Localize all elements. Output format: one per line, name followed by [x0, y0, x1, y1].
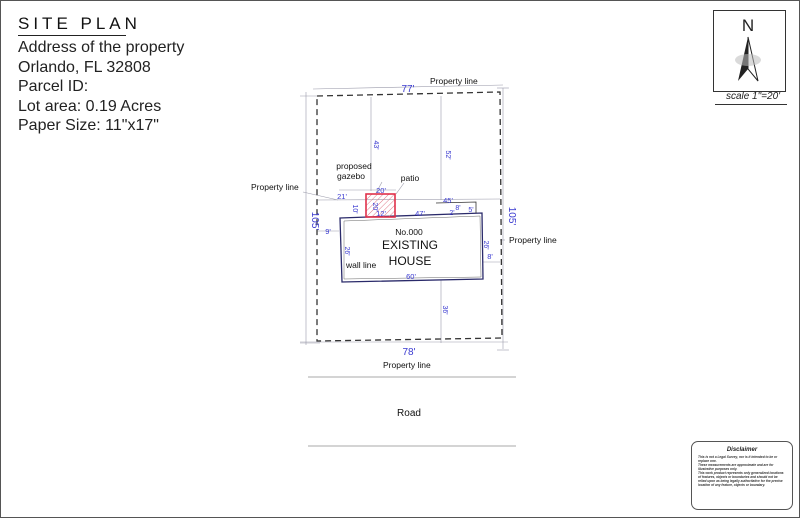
- patio-step-outline: [435, 201, 477, 213]
- patio-leader: [395, 182, 405, 195]
- existing-house: [339, 212, 484, 283]
- label-wall-line: wall line: [345, 260, 377, 270]
- arrow-shadow: [735, 54, 761, 66]
- dim-rear-setback: 36': [441, 305, 448, 314]
- dim-left-setback: 9': [325, 227, 331, 236]
- house-label-line2: HOUSE: [389, 254, 432, 268]
- dim-gazebo-base: 12': [376, 209, 386, 218]
- parcel-id: Parcel ID:: [18, 78, 89, 95]
- site-plan-heading: SITE PLAN: [18, 14, 141, 33]
- disclaimer-line-1: This is not a Legal Survey, nor is it in…: [698, 455, 778, 463]
- proposed-gazebo: [365, 193, 396, 218]
- label-patio: patio: [401, 173, 420, 183]
- dim-step-8: 8': [455, 205, 460, 212]
- north-label: N: [742, 16, 754, 35]
- dim-right-depth: 105': [506, 207, 517, 226]
- dim-top-width: 77': [401, 84, 414, 95]
- dim-house-depth-right: 26': [482, 240, 489, 249]
- dim-front-setback-right: 52': [444, 150, 451, 159]
- disclaimer-line-3: This work product represents only genera…: [698, 471, 784, 487]
- label-property-line-top: Property line: [430, 76, 478, 86]
- label-property-line-bottom: Property line: [383, 360, 431, 370]
- dim-house-width: 60': [406, 272, 416, 281]
- dim-front-setback-left: 43': [372, 140, 379, 149]
- label-gazebo-line2: gazebo: [337, 171, 365, 181]
- label-road: Road: [397, 408, 421, 419]
- label-gazebo-line1: proposed: [336, 161, 372, 171]
- lot-area: Lot area: 0.19 Acres: [18, 97, 162, 115]
- scale-underline: [715, 104, 787, 105]
- disclaimer-title: Disclaimer: [726, 447, 758, 453]
- north-arrow-box: N: [713, 10, 786, 92]
- dim-patio-length: 47': [415, 209, 425, 218]
- dim-left-depth: 105': [309, 212, 320, 231]
- label-property-line-left: Property line: [251, 182, 299, 192]
- construction-lines: [300, 84, 509, 351]
- dim-gazebo-left-offset: 21': [337, 192, 347, 201]
- left-label-leader: [302, 191, 339, 201]
- scale-label: scale 1"=20': [725, 91, 781, 102]
- house-inner-wall-line: [343, 215, 482, 280]
- property-boundary: [316, 91, 503, 342]
- house-label-line1: EXISTING: [382, 238, 438, 252]
- dim-gazebo-to-house: 10': [351, 204, 358, 213]
- dim-step-2: 2': [449, 210, 454, 217]
- dim-bottom-width: 78': [402, 347, 415, 358]
- dim-gazebo-depth: 20': [371, 202, 378, 211]
- top-extension-line: [312, 84, 504, 90]
- property-address: Address of the property: [18, 39, 185, 56]
- dim-step-5: 5': [468, 207, 473, 214]
- house-number: No.000: [395, 227, 423, 237]
- dim-house-depth-left: 26': [343, 246, 350, 255]
- dim-gazebo-width: 20': [376, 186, 386, 195]
- disclaimer-line-2: These measurements are approximate and a…: [698, 463, 774, 471]
- dim-patio-side: 45': [443, 196, 453, 205]
- property-city: Orlando, FL 32808: [18, 58, 151, 76]
- patio-baseline: [316, 198, 501, 201]
- paper-size: Paper Size: 11"x17": [18, 117, 159, 134]
- dim-right-setback: 8': [487, 252, 493, 261]
- heading-underline: [18, 35, 126, 36]
- label-property-line-right: Property line: [509, 235, 557, 245]
- disclaimer-body: This is not a Legal Survey, nor is it in…: [692, 453, 792, 489]
- title-block: SITE PLAN Address of the property Orland…: [18, 14, 184, 136]
- gazebo-leader: [375, 181, 383, 194]
- north-arrow-icon: N: [735, 16, 761, 82]
- disclaimer-box: Disclaimer This is not a Legal Survey, n…: [691, 441, 793, 510]
